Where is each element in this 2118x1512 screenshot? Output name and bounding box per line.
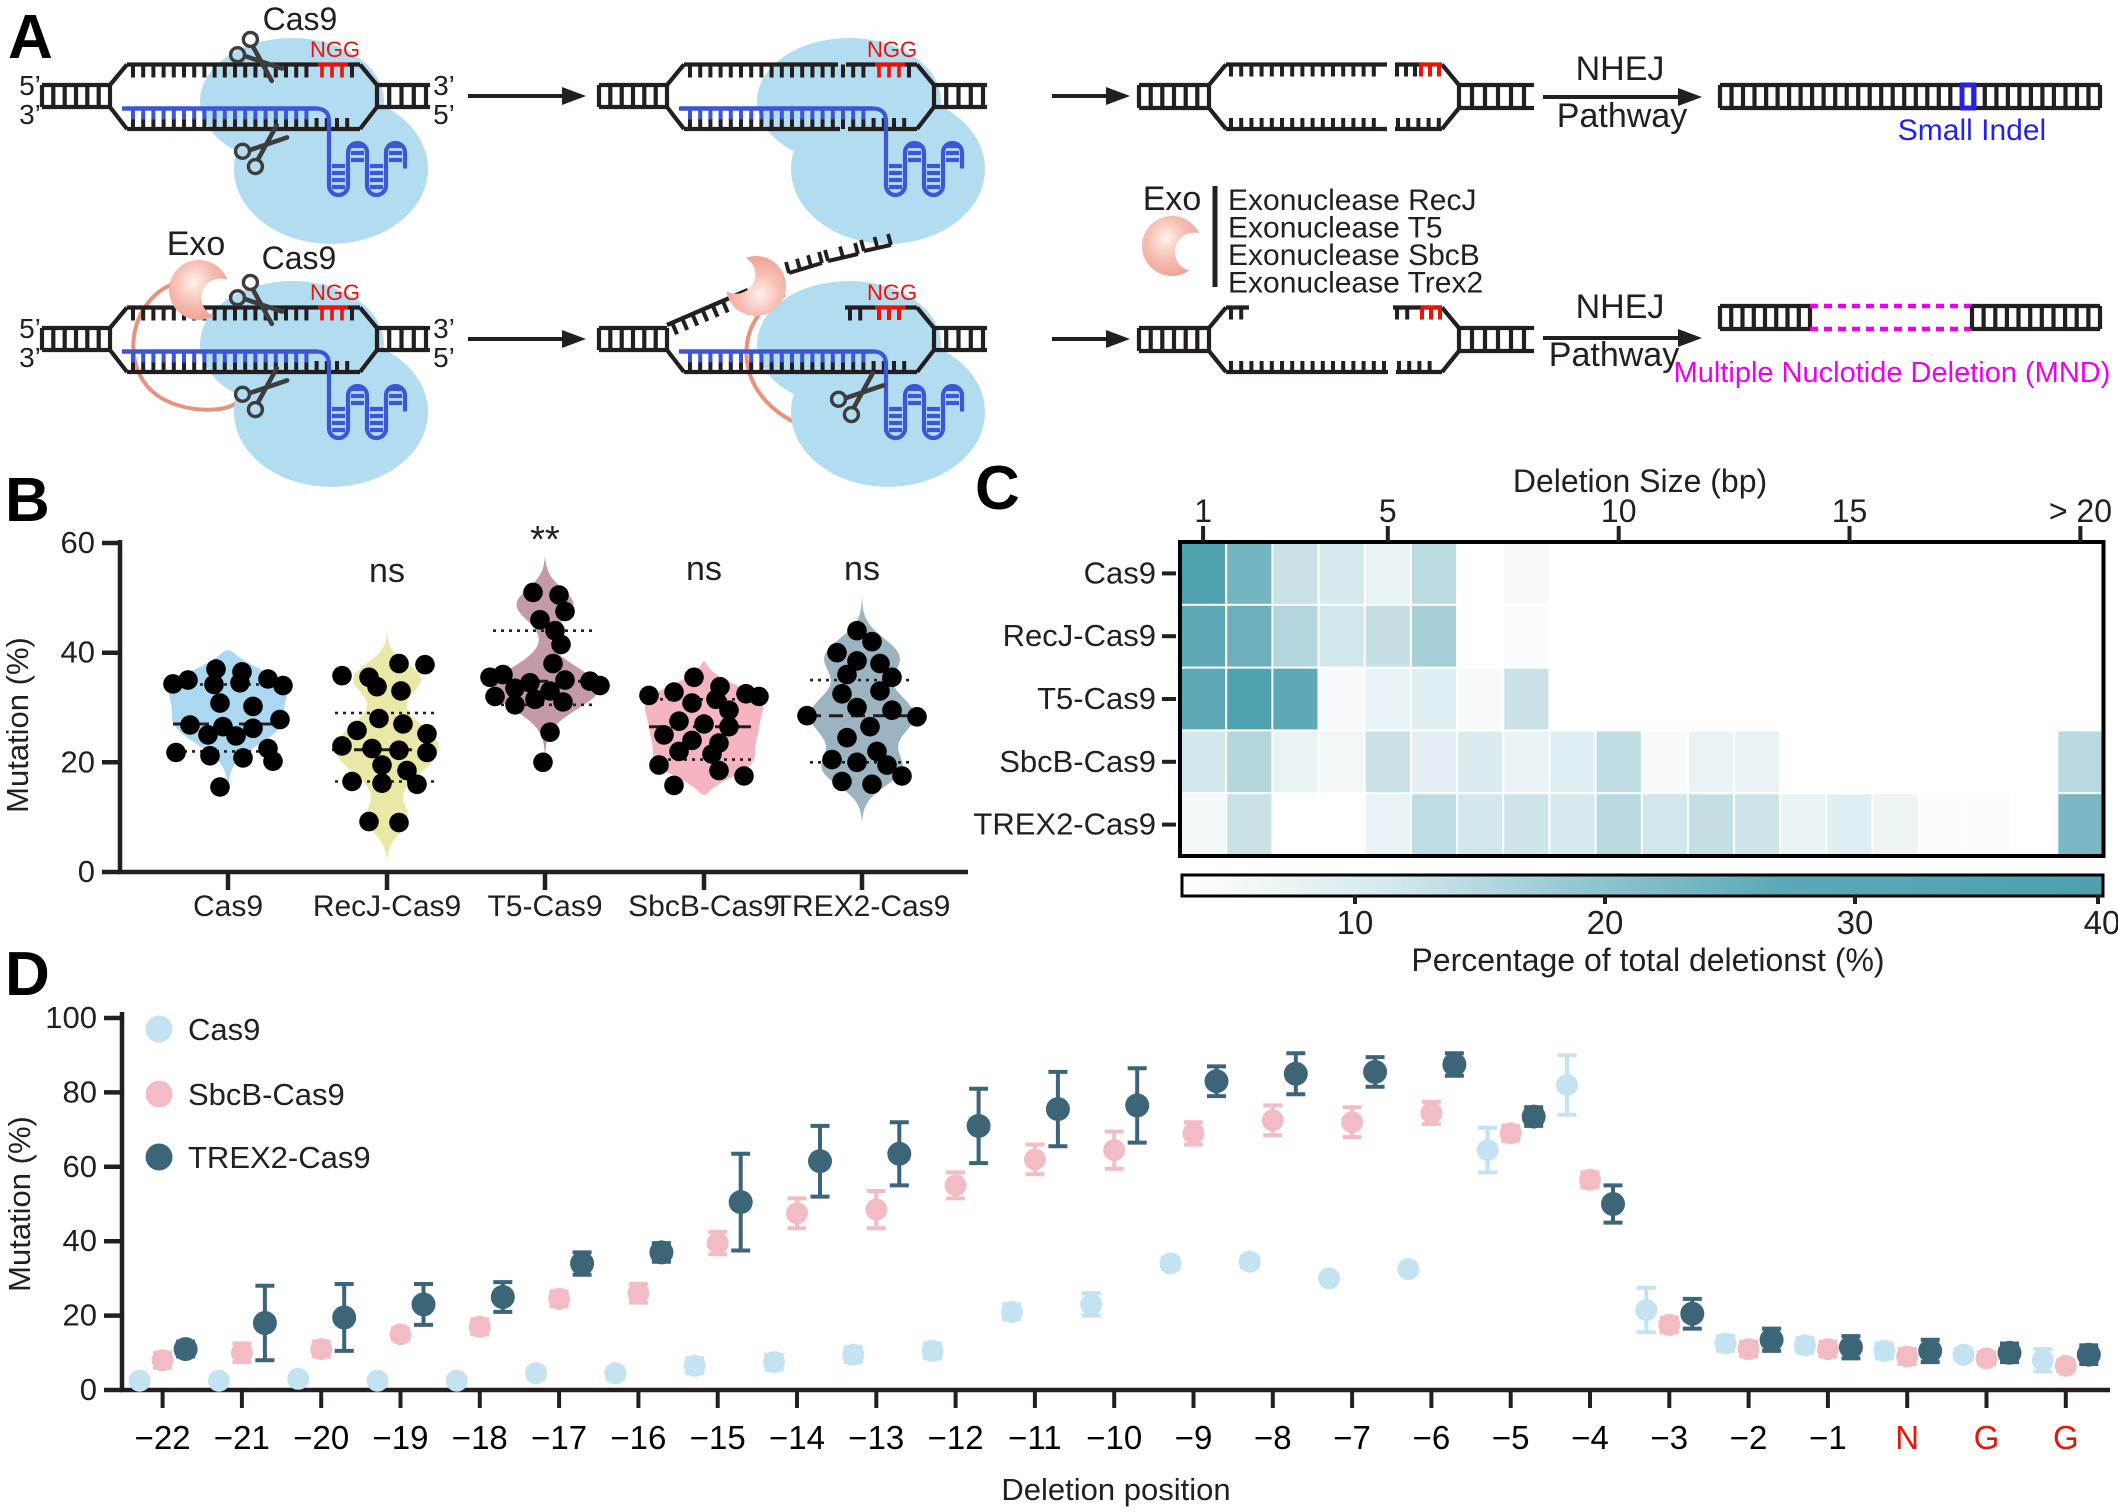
svg-text:T5-Cas9: T5-Cas9 [1037, 681, 1156, 716]
svg-text:C: C [975, 454, 1020, 523]
svg-text:Deletion position: Deletion position [1001, 1472, 1230, 1507]
svg-text:−2: −2 [1730, 1419, 1768, 1456]
svg-text:Percentage of total deletionst: Percentage of total deletionst (%) [1411, 942, 1884, 978]
svg-text:SbcB-Cas9: SbcB-Cas9 [999, 744, 1156, 779]
svg-text:20: 20 [1587, 904, 1624, 941]
svg-text:Cas9: Cas9 [262, 240, 337, 276]
svg-text:−17: −17 [531, 1419, 587, 1456]
svg-text:0: 0 [78, 854, 95, 889]
svg-text:> 20: > 20 [2049, 493, 2112, 529]
svg-text:−18: −18 [452, 1419, 508, 1456]
svg-text:5: 5 [1379, 493, 1397, 529]
svg-text:−21: −21 [214, 1419, 270, 1456]
svg-text:100: 100 [45, 1000, 97, 1035]
svg-text:Cas9: Cas9 [193, 890, 263, 923]
svg-text:20: 20 [61, 744, 95, 779]
svg-text:NGG: NGG [310, 280, 360, 305]
svg-text:−20: −20 [293, 1419, 349, 1456]
svg-text:15: 15 [1832, 493, 1868, 529]
svg-text:40: 40 [63, 1223, 97, 1258]
svg-text:−12: −12 [928, 1419, 984, 1456]
svg-text:10: 10 [1337, 904, 1374, 941]
svg-text:80: 80 [63, 1074, 97, 1109]
svg-text:−13: −13 [848, 1419, 904, 1456]
svg-text:3’: 3’ [19, 99, 41, 130]
svg-text:Pathway: Pathway [1557, 97, 1687, 135]
svg-text:T5-Cas9: T5-Cas9 [487, 890, 602, 923]
svg-text:TREX2-Cas9: TREX2-Cas9 [774, 890, 951, 923]
svg-text:ns: ns [686, 550, 722, 588]
svg-text:−8: −8 [1254, 1419, 1292, 1456]
svg-text:Pathway: Pathway [1549, 336, 1679, 374]
svg-text:TREX2-Cas9: TREX2-Cas9 [973, 807, 1156, 842]
svg-text:Cas9: Cas9 [263, 1, 338, 37]
svg-text:NHEJ: NHEJ [1576, 288, 1665, 326]
svg-text:Mutation (%): Mutation (%) [0, 637, 35, 813]
svg-text:3’: 3’ [433, 313, 455, 344]
svg-text:Exo: Exo [1143, 180, 1202, 218]
svg-text:−7: −7 [1333, 1419, 1371, 1456]
svg-text:−11: −11 [1008, 1419, 1062, 1456]
svg-text:RecJ-Cas9: RecJ-Cas9 [313, 890, 461, 923]
svg-text:SbcB-Cas9: SbcB-Cas9 [188, 1077, 345, 1112]
svg-text:60: 60 [61, 525, 95, 560]
svg-text:NGG: NGG [867, 280, 917, 305]
svg-text:−14: −14 [769, 1419, 825, 1456]
svg-text:60: 60 [63, 1149, 97, 1184]
svg-text:RecJ-Cas9: RecJ-Cas9 [1003, 618, 1156, 653]
svg-text:0: 0 [80, 1372, 97, 1407]
svg-text:Cas9: Cas9 [188, 1012, 260, 1047]
svg-text:NGG: NGG [310, 37, 360, 62]
svg-text:5’: 5’ [19, 70, 41, 101]
svg-text:3’: 3’ [433, 70, 455, 101]
svg-text:5’: 5’ [19, 313, 41, 344]
svg-text:−22: −22 [135, 1419, 191, 1456]
svg-text:ns: ns [844, 550, 880, 588]
svg-text:TREX2-Cas9: TREX2-Cas9 [188, 1140, 371, 1175]
svg-text:Exonuclease Trex2: Exonuclease Trex2 [1228, 267, 1483, 300]
svg-text:−4: −4 [1571, 1419, 1609, 1456]
svg-text:−3: −3 [1650, 1419, 1688, 1456]
svg-text:−1: −1 [1809, 1419, 1847, 1456]
svg-text:Multiple Nuclotide Deletion (M: Multiple Nuclotide Deletion (MND) [1674, 357, 2111, 389]
svg-text:−16: −16 [610, 1419, 666, 1456]
svg-text:ns: ns [369, 552, 405, 590]
svg-text:1: 1 [1194, 493, 1212, 529]
svg-text:Exonuclease RecJ: Exonuclease RecJ [1228, 184, 1476, 217]
svg-text:40: 40 [61, 635, 95, 670]
svg-text:Deletion Size (bp): Deletion Size (bp) [1513, 463, 1767, 499]
svg-text:5’: 5’ [433, 99, 455, 130]
svg-text:Cas9: Cas9 [1084, 555, 1156, 590]
svg-text:Exonuclease SbcB: Exonuclease SbcB [1228, 239, 1480, 272]
svg-text:−19: −19 [373, 1419, 429, 1456]
svg-text:40: 40 [2084, 904, 2118, 941]
svg-text:NGG: NGG [867, 37, 917, 62]
svg-text:Exo: Exo [167, 225, 226, 263]
svg-text:Exonuclease T5: Exonuclease T5 [1228, 212, 1443, 245]
svg-text:B: B [5, 466, 50, 535]
svg-text:3’: 3’ [19, 342, 41, 373]
svg-text:G: G [2053, 1419, 2079, 1456]
svg-text:20: 20 [63, 1298, 97, 1333]
svg-text:−6: −6 [1413, 1419, 1451, 1456]
svg-text:5’: 5’ [433, 342, 455, 373]
svg-text:10: 10 [1601, 493, 1637, 529]
svg-text:Mutation (%): Mutation (%) [2, 1116, 37, 1292]
svg-text:G: G [1974, 1419, 2000, 1456]
svg-text:D: D [5, 940, 50, 1009]
svg-text:**: ** [530, 519, 560, 561]
svg-text:Small Indel: Small Indel [1898, 114, 2046, 147]
svg-text:SbcB-Cas9: SbcB-Cas9 [628, 890, 780, 923]
svg-text:30: 30 [1837, 904, 1874, 941]
svg-text:NHEJ: NHEJ [1576, 50, 1665, 88]
svg-text:A: A [8, 3, 53, 72]
svg-text:N: N [1895, 1419, 1919, 1456]
svg-text:−5: −5 [1492, 1419, 1530, 1456]
svg-text:−10: −10 [1086, 1419, 1142, 1456]
svg-text:−15: −15 [690, 1419, 746, 1456]
svg-text:−9: −9 [1175, 1419, 1213, 1456]
